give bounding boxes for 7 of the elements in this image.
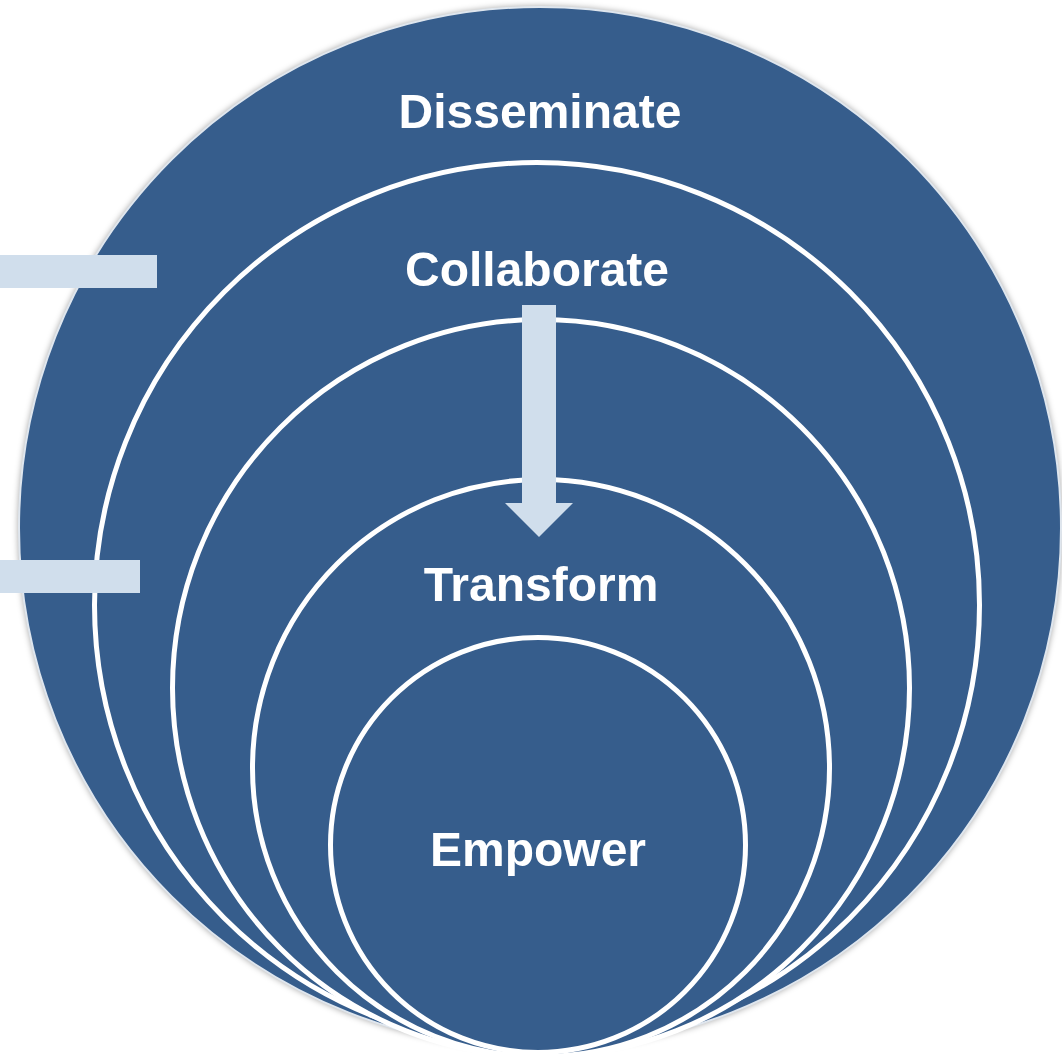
layer-label: Collaborate <box>405 246 669 294</box>
layer-label: Disseminate <box>398 88 682 136</box>
layer-label: Empower <box>430 826 646 874</box>
horizontal-bar <box>0 560 140 593</box>
down-arrow <box>505 305 573 537</box>
layer-label: Transform <box>423 561 659 609</box>
horizontal-bar <box>0 255 157 288</box>
